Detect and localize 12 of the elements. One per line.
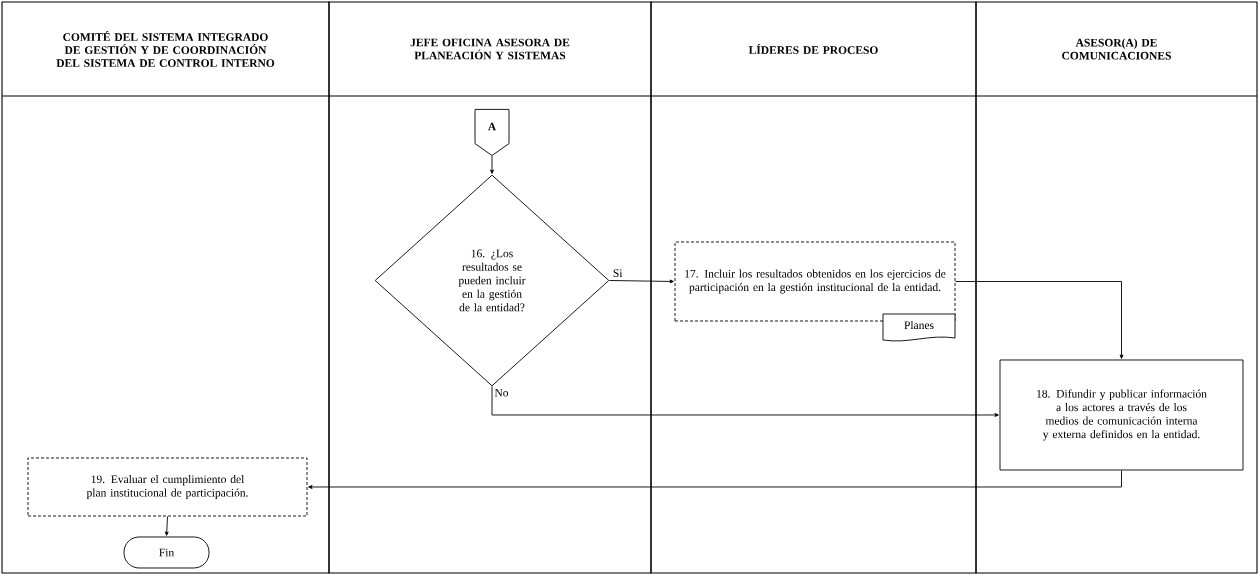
process-box: 18. Difundir y publicar información a los actores a través de los medios de comunicación interna y externa definidos en la entidad. — [999, 359, 1244, 471]
off-page-connector: A — [474, 108, 510, 156]
terminator: Fin — [123, 536, 210, 569]
arrow — [490, 155, 494, 174]
process-box: 19. Evaluar el cumplimiento del plan institucional de participación. — [27, 457, 308, 517]
arrow — [164, 516, 169, 536]
arrow — [955, 281, 1124, 359]
arrow — [609, 279, 674, 284]
edge-label: Si — [613, 269, 623, 278]
edge-label: No — [494, 388, 509, 397]
arrow — [491, 386, 999, 417]
arrow — [308, 470, 1122, 489]
